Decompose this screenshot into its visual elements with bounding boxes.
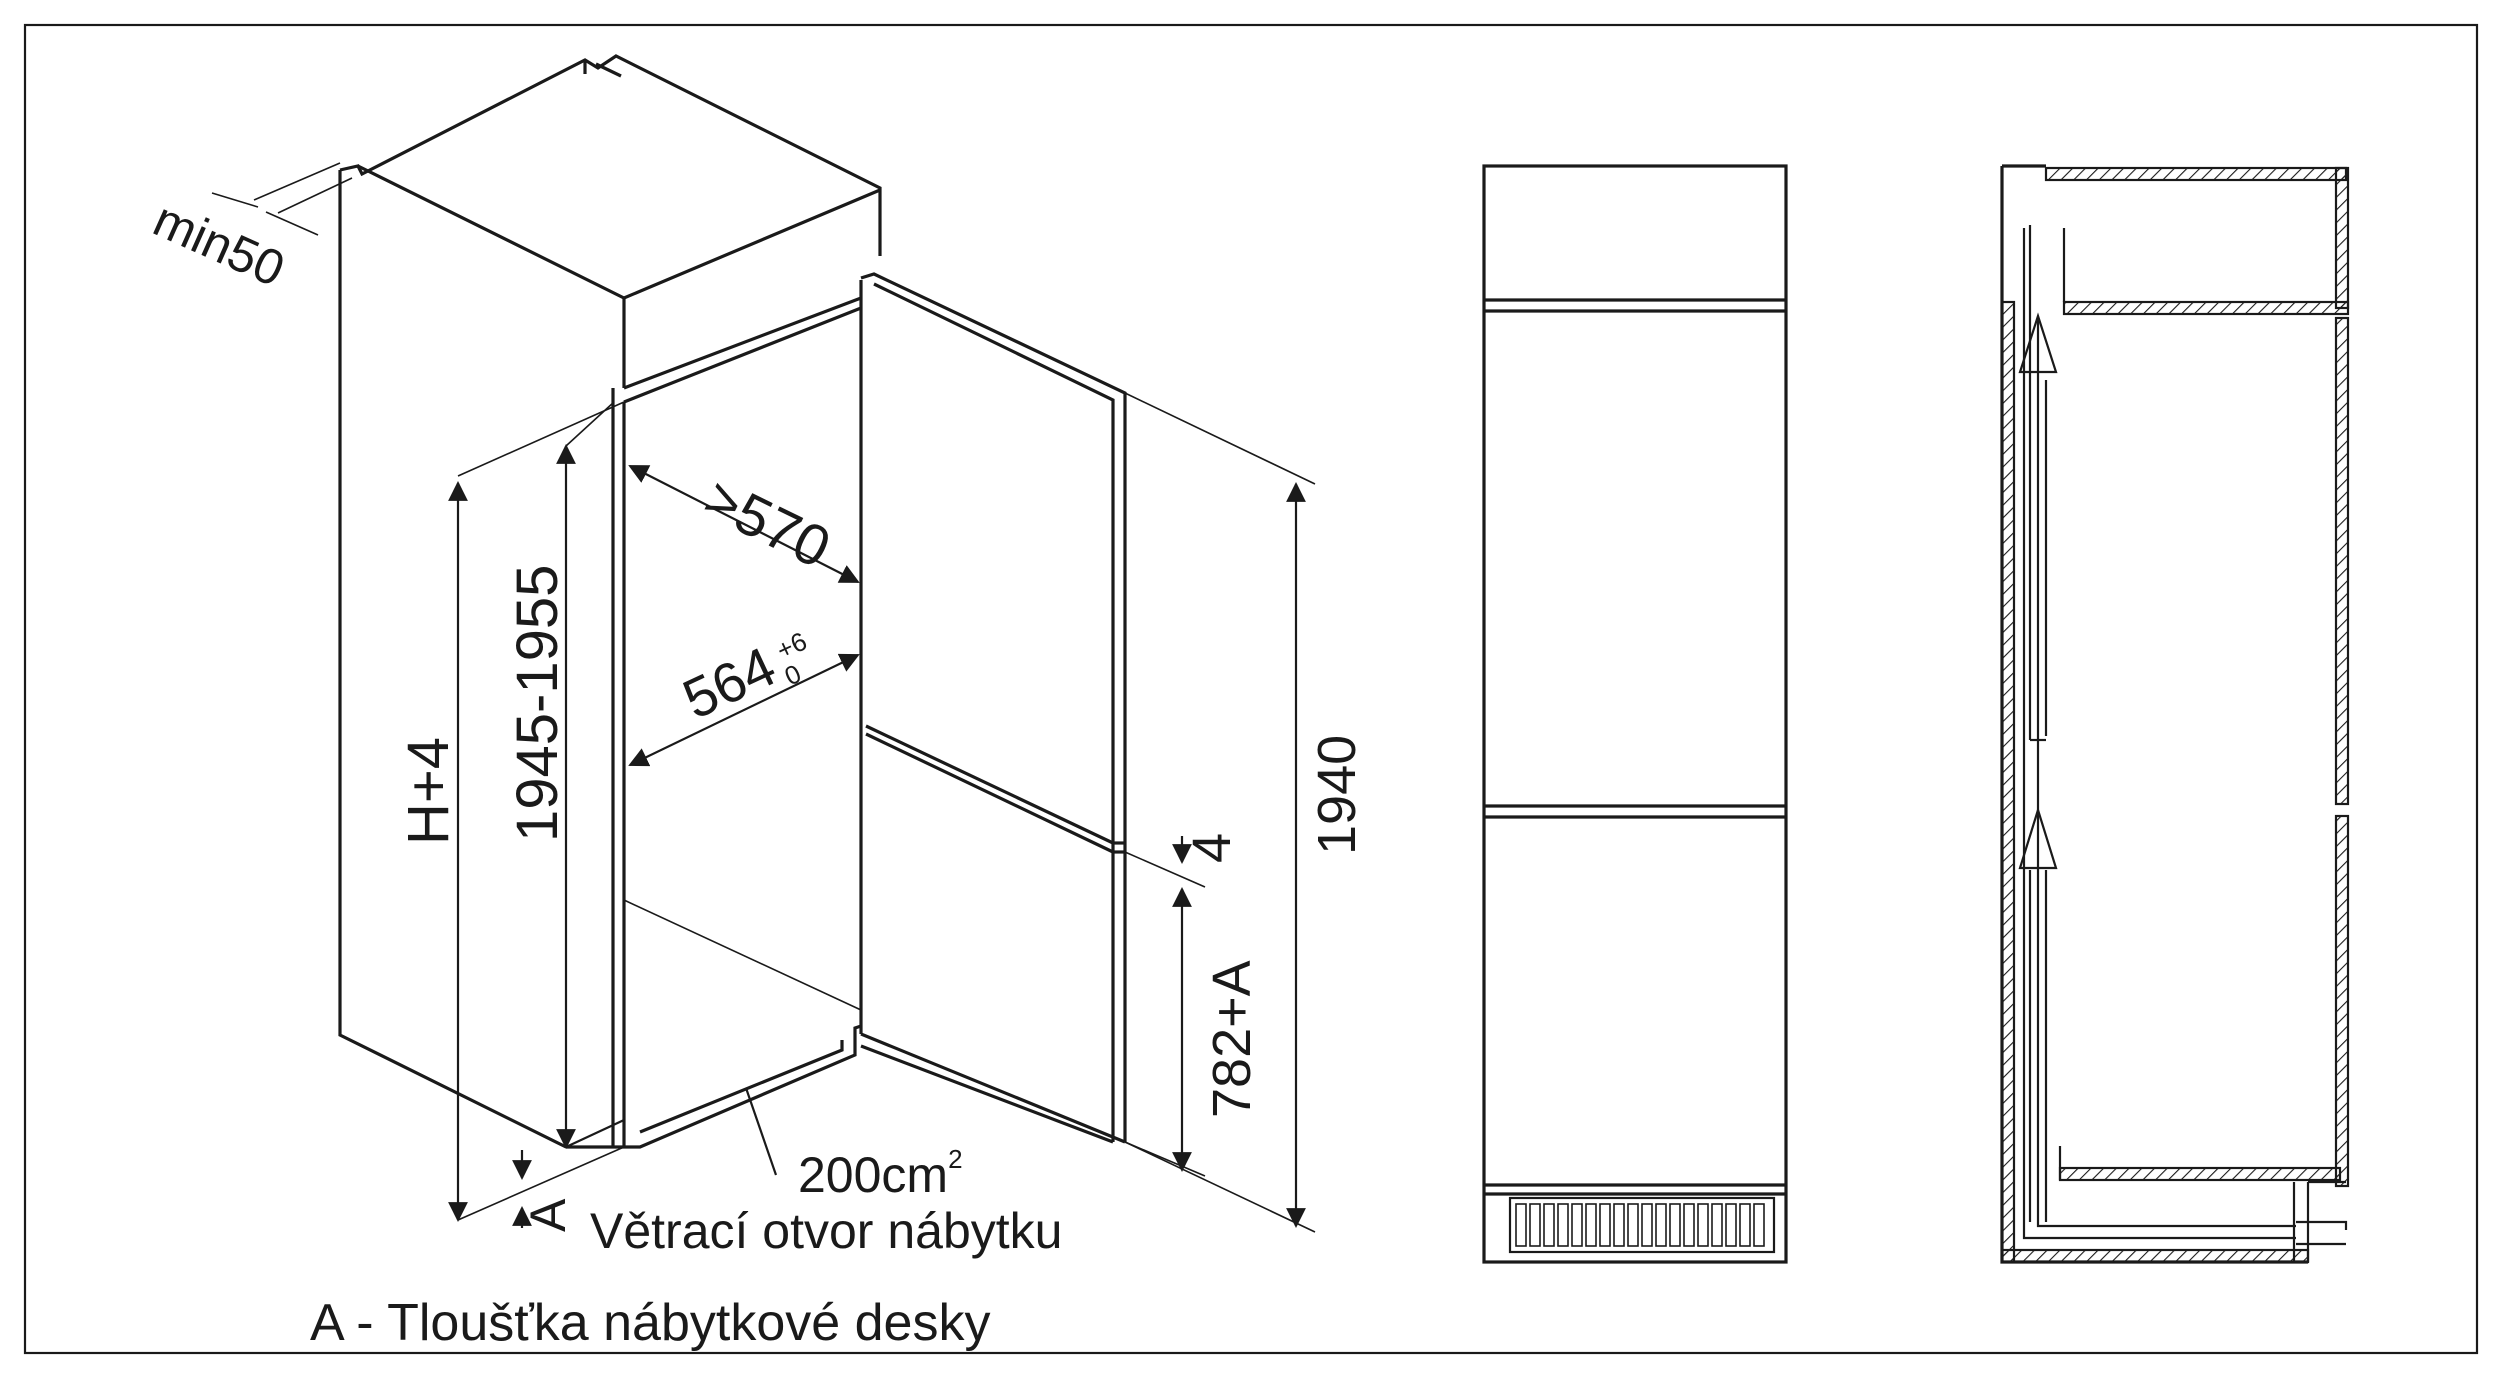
front-view <box>1482 164 1788 1264</box>
section-view <box>2000 164 2350 1264</box>
label-a: A <box>520 1198 576 1232</box>
label-h-plus-4: H+4 <box>396 737 461 845</box>
airflow-arrow-lower-icon <box>2018 806 2058 870</box>
label-niche-height: 1945-1955 <box>505 565 570 842</box>
label-depth-570: >570 <box>694 465 840 581</box>
airflow-arrow-upper-icon <box>2018 312 2058 374</box>
label-vent-area: 200cm2 <box>798 1144 963 1203</box>
dimension-labels: min50 >570 564 +6 0 1945-1955 H+4 4 1940… <box>146 191 1367 1352</box>
label-gap-4: 4 <box>1182 833 1242 863</box>
front-vent-grille <box>1508 1196 1776 1254</box>
label-min50: min50 <box>146 191 293 298</box>
label-vent-caption: Větrací otvor nábytku <box>590 1203 1062 1259</box>
outer-frame <box>23 23 2479 1355</box>
legend-text: A - Tloušťka nábytkové desky <box>310 1294 990 1352</box>
label-lower-782a: 782+A <box>1202 960 1262 1118</box>
label-height-1940: 1940 <box>1307 735 1367 855</box>
label-width-564-tol-lower: 0 <box>780 658 806 691</box>
isometric-cabinet <box>338 54 1127 1149</box>
isometric-dimensions <box>211 162 1316 1233</box>
label-width-564: 564 <box>673 634 784 731</box>
